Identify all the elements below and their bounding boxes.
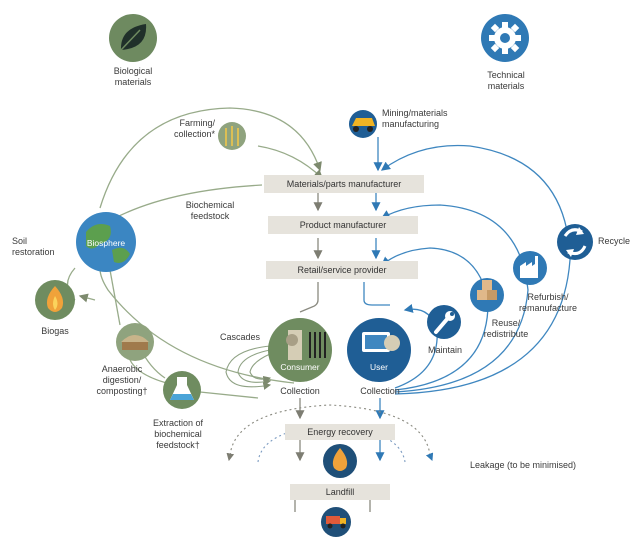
technical-materials-label: Technical materials <box>487 70 525 91</box>
biological-materials-label: Biological materials <box>113 66 153 87</box>
recycle-label: Recycle <box>598 236 631 246</box>
biochemical-feedstock-label: Biochemical feedstock <box>185 200 235 221</box>
wrench-icon <box>427 305 461 339</box>
maintain-label: Maintain <box>427 345 463 355</box>
extraction-footnote-mark: † <box>194 440 200 450</box>
leakage-arcs <box>226 404 434 463</box>
mining-truck-icon <box>349 110 377 138</box>
retail-provider-box: Retail/service provider <box>266 261 418 279</box>
flask-icon <box>163 371 201 409</box>
flame-icon <box>35 280 75 320</box>
energy-recovery-box: Energy recovery <box>285 424 395 440</box>
factory-icon <box>513 251 547 285</box>
user-computer-icon <box>347 318 411 382</box>
user-label: User <box>370 362 388 372</box>
gear-icon <box>481 14 529 62</box>
anaerobic-label: Anaerobic digestion/ composting† <box>96 364 148 396</box>
consumer-label: Consumer <box>280 362 320 372</box>
refurbish-label: Refurbish/ remanufacture <box>518 292 578 313</box>
mining-label: Mining/materials manufacturing <box>382 108 448 129</box>
biosphere-label: Biosphere <box>86 238 126 248</box>
wheat-icon <box>218 122 246 150</box>
consumer-collection-label: Collection <box>280 386 320 396</box>
technical-flows <box>363 137 571 395</box>
leaf-icon <box>109 14 157 62</box>
materials-manufacturer-box: Materials/parts manufacturer <box>264 175 424 193</box>
leakage-label: Leakage (to be minimised) <box>470 460 577 470</box>
recycle-icon <box>557 224 593 260</box>
product-manufacturer-box: Product manufacturer <box>268 216 418 234</box>
cascades-label: Cascades <box>219 332 260 342</box>
reuse-label: Reuse/ redistribute <box>483 318 529 339</box>
anaerobic-footnote-mark: † <box>142 386 148 396</box>
biogas-label: Biogas <box>41 326 69 336</box>
energy-flame-icon <box>323 444 357 478</box>
globe-icon <box>76 212 136 272</box>
consumer-icon <box>268 318 332 382</box>
landfill-box: Landfill <box>290 484 390 500</box>
farming-footnote-mark: * <box>211 129 215 139</box>
user-collection-label: Collection <box>360 386 400 396</box>
soil-restoration-label: Soil restoration <box>12 236 55 257</box>
compost-icon <box>116 323 154 361</box>
cascades-loops <box>225 345 272 390</box>
boxes-icon <box>470 278 504 312</box>
farming-label: Farming/ collection* <box>173 118 215 139</box>
extraction-label: Extraction of biochemical feedstock† <box>152 418 204 450</box>
truck-icon <box>321 507 351 537</box>
